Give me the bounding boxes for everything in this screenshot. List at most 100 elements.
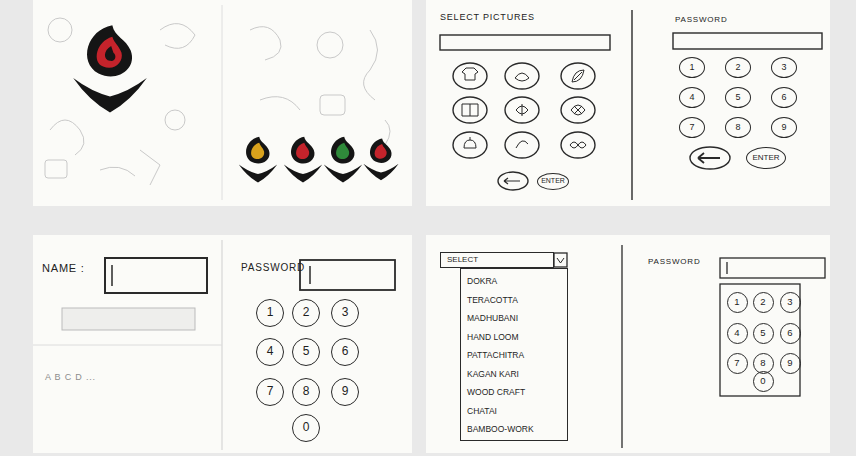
button-text: 6: [342, 345, 349, 359]
input-box: [440, 35, 610, 50]
paisley-eye: [105, 46, 115, 61]
key-button: ENTER: [746, 147, 786, 169]
key-button: 7: [679, 117, 705, 138]
key-button: 3: [771, 57, 797, 78]
back-arrow: [698, 153, 720, 163]
field-label: NAME :: [42, 262, 85, 274]
key-button: 1: [256, 299, 284, 327]
picture-button: [505, 132, 539, 158]
button-text: 1: [734, 297, 739, 308]
key-button: 2: [292, 299, 320, 327]
button-text: 9: [342, 385, 349, 399]
button-text: 5: [303, 345, 310, 359]
field-label: SELECT PICTURES: [440, 12, 535, 22]
paisley-inner: [375, 144, 387, 159]
fish-icon: [516, 104, 528, 116]
key-button: 5: [292, 338, 320, 366]
logo-wings: [363, 164, 398, 181]
doodle: [250, 27, 281, 60]
key-button: 4: [727, 323, 748, 344]
key-button: 2: [725, 57, 751, 78]
button-text: ENTER: [541, 177, 565, 185]
button-text: 2: [760, 297, 765, 308]
back-arrow: [504, 178, 520, 184]
grey-field: [62, 308, 195, 330]
doodle: [160, 24, 195, 49]
button-text: ENTER: [752, 153, 779, 162]
logo-paisley: [284, 137, 322, 183]
paisley-outer: [331, 137, 354, 164]
picture-button: [505, 63, 539, 89]
paisley-outer: [370, 138, 392, 163]
key-button: 9: [331, 378, 359, 406]
key-button: 8: [292, 378, 320, 406]
curve-icon: [516, 141, 528, 148]
logo-wings: [239, 164, 277, 182]
divider: [621, 245, 622, 448]
button-text: 4: [267, 345, 274, 359]
button-text: 2: [303, 306, 310, 320]
panel: [426, 235, 830, 453]
list-item: DOKRA: [467, 272, 497, 291]
button-text: 5: [735, 92, 740, 102]
shirt-icon: [462, 68, 478, 80]
button-text: 1: [689, 62, 694, 72]
fold-line: [222, 5, 223, 200]
button-text: 8: [735, 122, 740, 132]
list-item: HAND LOOM: [467, 328, 518, 347]
button-text: 3: [787, 297, 792, 308]
key-button: 5: [725, 87, 751, 108]
paisley-inner: [296, 143, 309, 159]
key-button: 9: [771, 117, 797, 138]
doodle: [260, 97, 300, 110]
field-label: PASSWORD: [648, 257, 700, 266]
doodle: [165, 110, 185, 130]
key-button: 8: [725, 117, 751, 138]
panel-2-sketch: [440, 10, 822, 200]
input-box: [720, 258, 825, 278]
button-text: 7: [267, 385, 274, 399]
logo-wings: [73, 78, 147, 113]
key-button: 3: [331, 299, 359, 327]
logo-wings: [284, 164, 322, 182]
button-text: 7: [689, 122, 694, 132]
key-button: 4: [679, 87, 705, 108]
doodle: [317, 32, 343, 58]
button-text: 9: [781, 122, 786, 132]
keypad-frame: [720, 284, 800, 396]
logo-paisley: [363, 138, 398, 180]
list-item: WOOD CRAFT: [467, 383, 525, 402]
text-cursor: [309, 266, 311, 284]
key-button: 7: [256, 378, 284, 406]
logo-wings: [324, 164, 362, 182]
button-text: 2: [735, 62, 740, 72]
button-text: 0: [760, 376, 765, 387]
faint-line: [33, 345, 222, 346]
paisley-inner: [251, 143, 264, 159]
flower-icon: [571, 105, 585, 115]
doodle: [385, 120, 390, 145]
leaf-icon: [572, 70, 584, 82]
logo-paisley: [73, 25, 147, 112]
field-label: PASSWORD: [675, 15, 727, 24]
panel: [33, 235, 412, 453]
doodle: [45, 160, 67, 178]
picture-button: [561, 132, 595, 158]
key-button: 2: [753, 292, 774, 313]
text-cursor: [111, 265, 113, 286]
dropdown-button: [554, 253, 567, 267]
logo-paisley: [324, 137, 362, 183]
dropdown-box: SELECT: [440, 252, 554, 268]
field-label: A B C D ...: [45, 372, 96, 382]
picture-button: [561, 63, 595, 89]
book-icon: [462, 104, 478, 116]
input-box: [300, 260, 395, 290]
bow-icon: [570, 142, 586, 148]
button-text: 8: [303, 385, 310, 399]
list-item: BAMBOO-WORK: [467, 420, 534, 439]
dropdown-list: DOKRATERACOTTAMADHUBANIHAND LOOMPATTACHI…: [460, 268, 568, 441]
button-text: 5: [760, 328, 765, 339]
list-item: KAGAN KARI: [467, 365, 519, 384]
